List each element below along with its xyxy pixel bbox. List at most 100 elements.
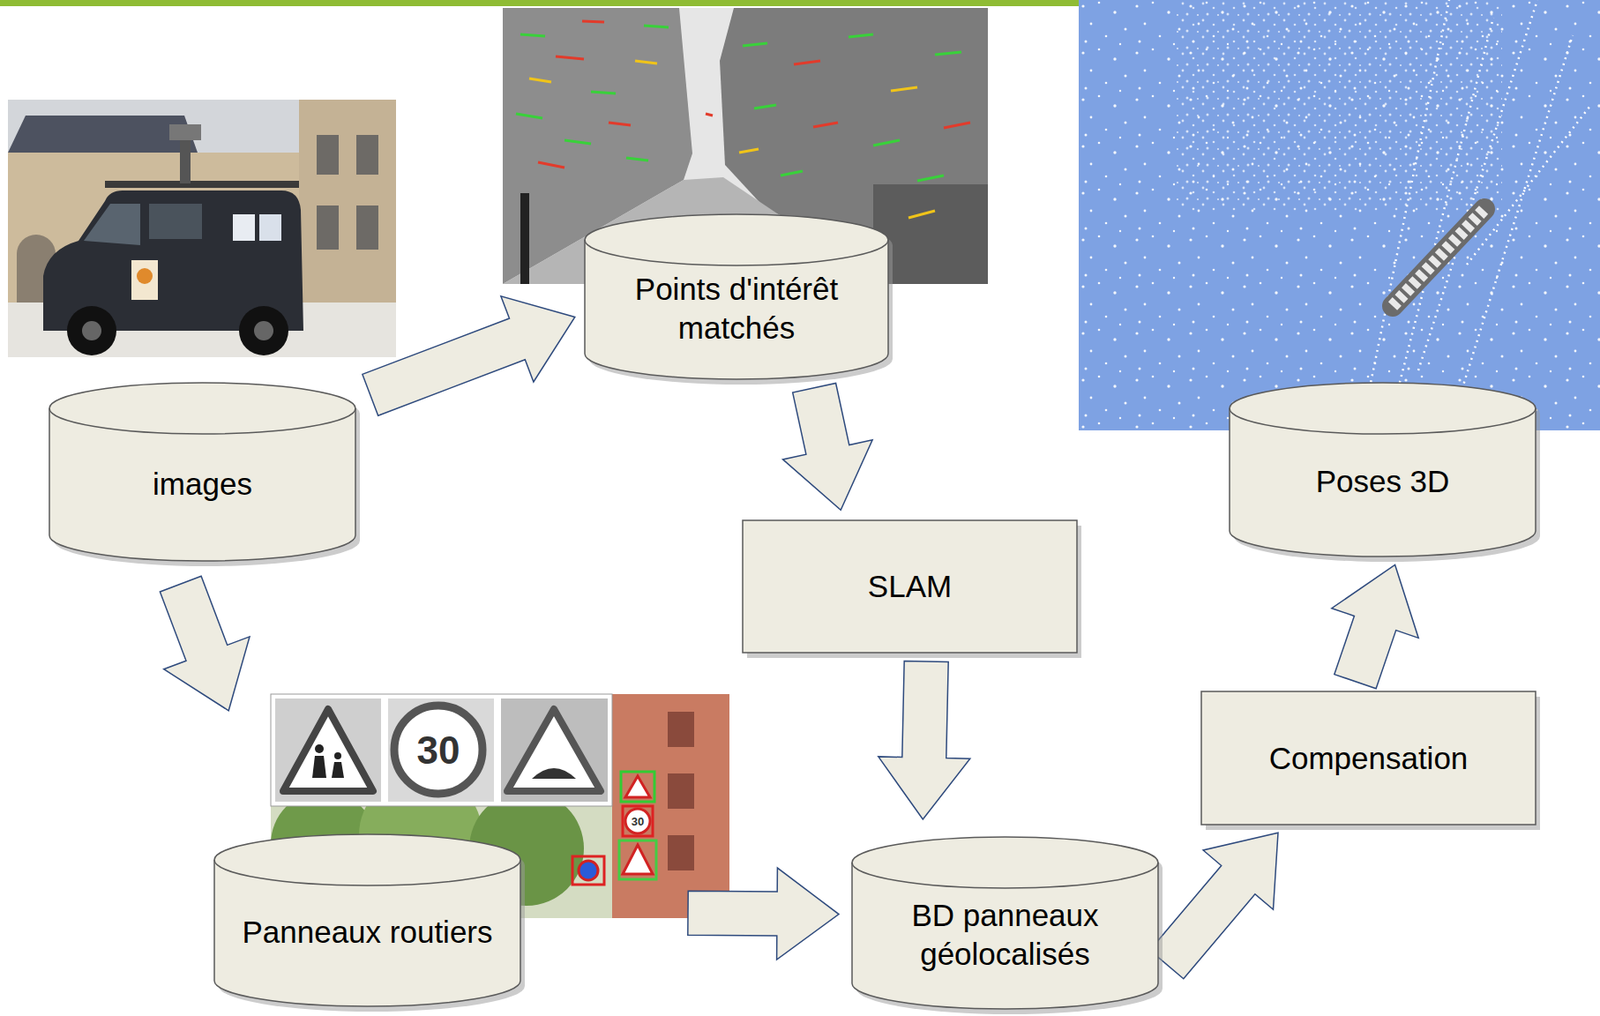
match [848, 34, 874, 38]
match [529, 78, 552, 83]
match [934, 52, 962, 55]
node-text: SLAM [867, 567, 952, 606]
match [538, 162, 565, 168]
block-arrow [1331, 565, 1419, 689]
window [667, 711, 695, 748]
small-sign [578, 860, 599, 881]
match [943, 122, 971, 128]
detection-box [619, 840, 657, 880]
match [780, 171, 803, 176]
match [873, 140, 900, 146]
poster [131, 260, 158, 300]
cloud-ground [1078, 0, 1600, 431]
node-text: Poses 3D [1315, 462, 1451, 501]
camera-trajectory [1392, 209, 1485, 307]
sky [7, 99, 397, 358]
facade-streaks [1360, 0, 1591, 431]
sign-panel [275, 698, 382, 802]
detection-box [622, 806, 653, 837]
node-text: Points d'intérêt matchés [598, 269, 875, 348]
hub [82, 321, 102, 341]
match [643, 25, 669, 28]
process-box: Compensation [1201, 691, 1536, 825]
matched-points [515, 21, 971, 218]
detection-box [620, 771, 655, 802]
children-sign [283, 709, 374, 792]
mast [179, 134, 191, 184]
node-text: Compensation [1269, 739, 1469, 778]
sign-panel [500, 698, 608, 802]
sign-number: 30 [631, 815, 644, 828]
block-arrow [159, 575, 250, 711]
block-arrow [687, 867, 839, 960]
small-sign [622, 844, 653, 875]
wheel [239, 306, 289, 356]
bump-sign [507, 709, 601, 792]
database-cylinder: BD panneaux géolocalisés [852, 837, 1159, 1010]
match [520, 34, 546, 37]
node-text: BD panneaux géolocalisés [866, 896, 1144, 974]
speed-sign [394, 705, 483, 794]
child-figure [314, 744, 324, 754]
block-arrow [878, 660, 971, 820]
detection-box [572, 856, 605, 885]
cylinder-body [1229, 382, 1536, 557]
logo [259, 214, 282, 241]
match [626, 157, 649, 161]
cylinder-body [852, 837, 1159, 1010]
cylinder-rim [1229, 408, 1536, 434]
match [635, 60, 658, 64]
block-arrow [362, 296, 576, 416]
wheel [67, 306, 117, 356]
match [742, 43, 768, 46]
building [612, 694, 730, 919]
cylinder-body [49, 382, 356, 561]
logo [232, 214, 255, 241]
small-sign [625, 808, 651, 834]
roof-rack [104, 180, 300, 188]
window [667, 773, 695, 809]
match [890, 87, 918, 91]
match [813, 122, 838, 128]
child-figure [312, 755, 327, 778]
small-sign [625, 776, 651, 798]
block-arrow [1150, 832, 1279, 979]
point-cloud [1078, 0, 1600, 431]
match [793, 60, 821, 65]
cylinder-rim [49, 408, 356, 434]
van-photo [7, 99, 397, 358]
match [608, 122, 631, 126]
streak [1360, 0, 1450, 431]
sign-panel [388, 698, 494, 802]
match [917, 175, 944, 181]
dense-points [1175, 0, 1503, 212]
database-cylinder: Panneaux routiers [214, 834, 521, 1007]
match [555, 56, 584, 60]
tower [299, 99, 397, 303]
match [739, 149, 759, 153]
window [316, 205, 339, 250]
match [515, 113, 543, 119]
cylinder-body [214, 834, 521, 1007]
match [590, 91, 616, 94]
process-box [1201, 691, 1536, 825]
child-figure [331, 762, 344, 778]
camera-head [169, 124, 202, 141]
process-box [742, 520, 1077, 653]
match [564, 140, 591, 144]
streak [1466, 105, 1591, 265]
child-figure [334, 752, 342, 760]
sign-number: 30 [417, 731, 461, 771]
node-text: images [152, 464, 253, 504]
side-window [149, 203, 202, 240]
match [582, 21, 605, 23]
lamp-post [520, 193, 530, 285]
cylinder-rim [852, 862, 1159, 889]
sign-strip [270, 694, 613, 807]
window [316, 134, 339, 175]
streak [1387, 17, 1494, 431]
cylinder-rim [584, 239, 889, 266]
node-text: Panneaux routiers [241, 912, 493, 952]
database-cylinder: images [49, 382, 356, 561]
